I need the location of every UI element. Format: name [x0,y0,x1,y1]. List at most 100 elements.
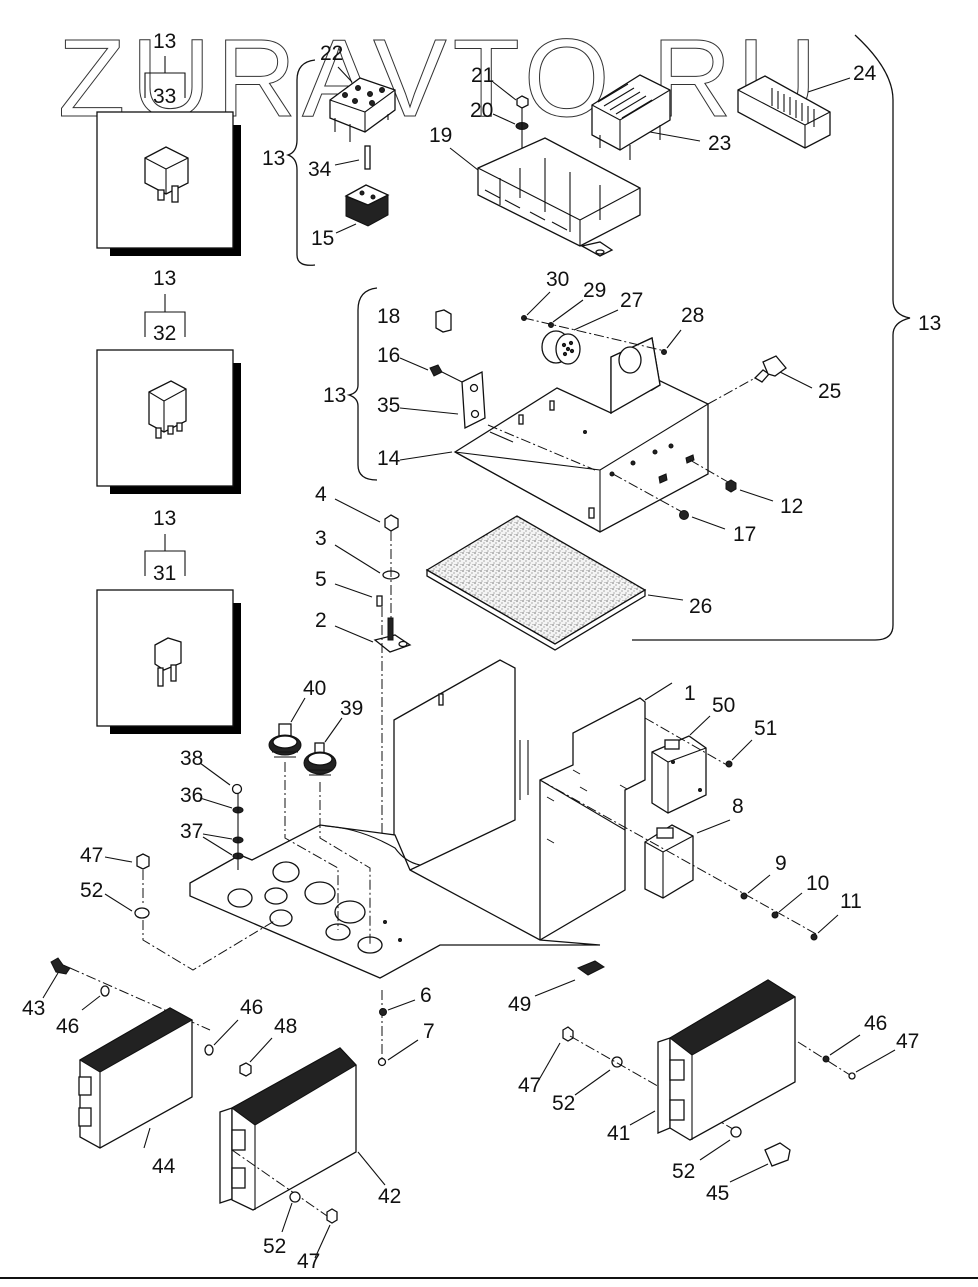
connector-24-group: 24 [737,62,877,149]
leader-line [649,131,701,142]
callout-47: 47 [297,1250,320,1273]
inset-bracket [144,56,186,98]
callout-7: 7 [423,1020,435,1043]
filter-mat-26 [425,515,647,645]
connector-27-group: 30 29 27 28 [521,268,704,365]
nut-12-group: 12 [725,479,803,518]
brace [285,59,316,266]
leader-line [202,833,233,856]
callout-47: 47 [896,1030,919,1053]
callout-46: 46 [864,1012,887,1035]
washer-52 [730,1126,742,1138]
leader-line [691,516,726,530]
leader-line [337,66,353,83]
leader-line [281,1202,293,1233]
center-line [707,377,756,405]
leader-line [213,1019,239,1046]
brace-group-middle: 13 18 16 35 14 [323,287,486,481]
leader-line [492,113,516,125]
panel-tab [519,740,529,800]
terminal-post-40 [268,723,302,758]
inset-bracket [144,534,186,576]
panel-side [539,697,646,942]
leader-line [666,329,682,349]
leader-line [199,762,231,786]
center-line [689,459,729,483]
fuse-block-22 [329,77,396,142]
leader-line [729,1163,769,1183]
leader-line [829,1034,861,1056]
connector-23-group: 23 [591,74,731,160]
filter-mat-edge [426,568,646,651]
leader-line [689,715,711,736]
inset-fuse-31: 13 31 [96,507,241,734]
callout-3: 3 [315,527,327,550]
controller-41-group: 47 52 41 52 45 46 47 [518,979,919,1205]
hardware-47-52-left: 47 52 [80,844,277,971]
callout-41: 41 [607,1122,630,1145]
hardware-6-7: 6 7 [377,984,435,1067]
callout-29: 29 [583,279,606,302]
leader-line [42,972,59,999]
fuse-icon [154,637,182,687]
hole [269,909,293,927]
panel-curve [324,825,421,866]
leader-line [534,979,576,997]
inset-relay-33: 13 33 [96,30,241,256]
leader-line [334,498,381,523]
callout-44: 44 [152,1155,176,1178]
center-line [539,779,819,936]
leader-line [199,797,233,809]
callout-2: 2 [315,609,327,632]
leader-line [441,371,463,383]
filter-mat-26-group: 26 [425,515,712,651]
lockwasher-10 [771,911,779,919]
center-line [319,782,371,945]
leader-line [574,1069,611,1096]
center-line [142,870,277,971]
nut-7 [377,1057,387,1067]
callout-5: 5 [315,568,327,591]
callout-4: 4 [315,483,327,506]
housing-14 [453,337,756,533]
callout-28: 28 [681,304,704,327]
inset-group-label: 13 [153,267,176,290]
inset-bracket [144,294,186,337]
callout-46: 46 [240,996,263,1019]
bolt-43 [50,957,71,975]
callout-11: 11 [840,890,862,913]
callout-52: 52 [263,1235,286,1258]
callout-46: 46 [56,1015,79,1038]
controller-44-group: 43 46 44 46 48 [22,957,297,1178]
panel-studs [546,769,628,844]
callout-16: 16 [377,344,400,367]
leader-line [324,717,343,743]
leader-line [399,451,453,461]
washer-52 [289,1191,301,1203]
center-line [523,317,666,352]
panel-slot [438,693,444,706]
leader-line [249,1037,273,1063]
callout-18: 18 [377,305,400,328]
washer-52 [134,907,150,919]
controller-44 [78,1007,194,1149]
leader-line [644,682,673,701]
leader-line [573,309,619,331]
callout-27: 27 [620,289,643,312]
brace-label: 13 [262,147,285,170]
leader-line [387,999,416,1011]
callout-45: 45 [706,1182,729,1205]
leader-line [779,371,813,389]
inset-relay-32: 13 32 [96,267,241,494]
leader-line [696,819,731,834]
receptacle-27 [541,330,581,365]
inset-item-label: 33 [153,85,176,108]
callout-39: 39 [340,697,363,720]
stud-group: 4 3 5 2 [315,483,412,940]
washer-6 [379,1008,387,1016]
inset-item-label: 32 [153,322,176,345]
leader-line [817,914,839,934]
leader-line [314,1224,331,1259]
callout-10: 10 [806,872,829,895]
